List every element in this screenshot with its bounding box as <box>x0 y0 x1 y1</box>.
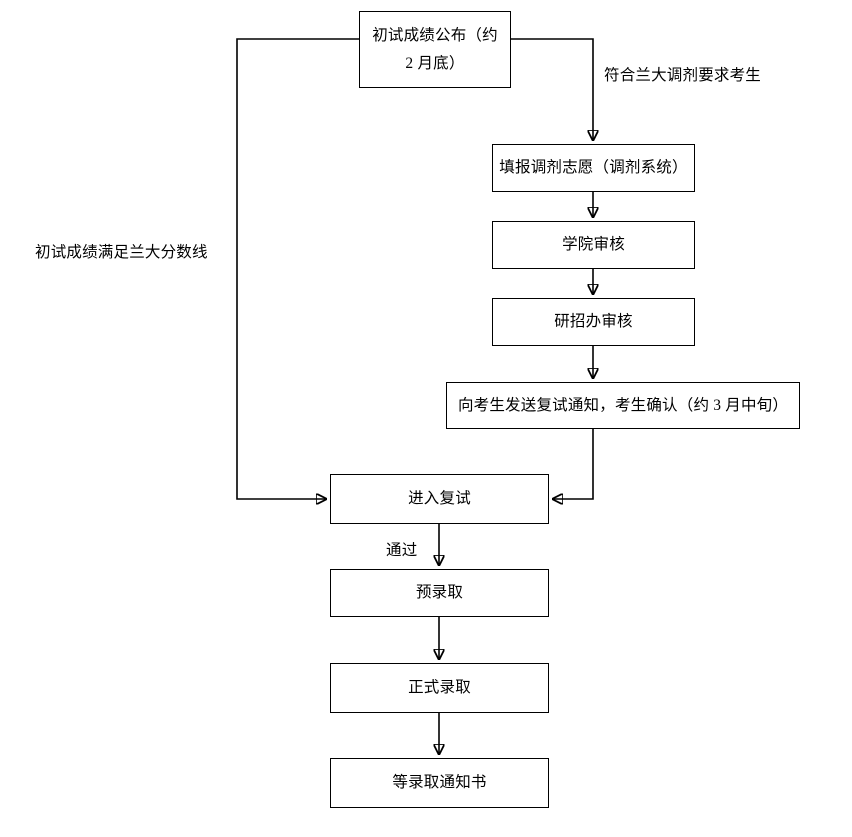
edge-n5-to-n6 <box>553 429 594 499</box>
node-yulu-qu[interactable]: 预录取 <box>330 569 549 617</box>
node-chushi-chengji-gongbu[interactable]: 初试成绩公布（约 2 月底） <box>359 11 511 88</box>
edge-label-tongguo: 通过 <box>386 542 418 559</box>
node-jinru-fushi[interactable]: 进入复试 <box>330 474 549 524</box>
node-xueyuan-shenhe[interactable]: 学院审核 <box>492 221 695 269</box>
edge-n1-to-n2 <box>511 38 593 140</box>
edge-label-fuhe-landa-tiaoji: 符合兰大调剂要求考生 <box>604 67 762 84</box>
node-deng-luqu-tongzhishu[interactable]: 等录取通知书 <box>330 758 549 808</box>
node-zhengshi-luqu[interactable]: 正式录取 <box>330 663 549 713</box>
node-yanzhaoban-shenhe[interactable]: 研招办审核 <box>492 298 695 346</box>
node-fasong-fushi-tongzhi[interactable]: 向考生发送复试通知，考生确认（约 3 月中旬） <box>446 382 800 429</box>
edge-n1-to-n6 <box>236 38 359 499</box>
node-tianbao-tiaoji-zhiyuan[interactable]: 填报调剂志愿（调剂系统） <box>492 144 695 192</box>
edge-label-chushi-manzu-fenshuxian: 初试成绩满足兰大分数线 <box>35 244 208 261</box>
